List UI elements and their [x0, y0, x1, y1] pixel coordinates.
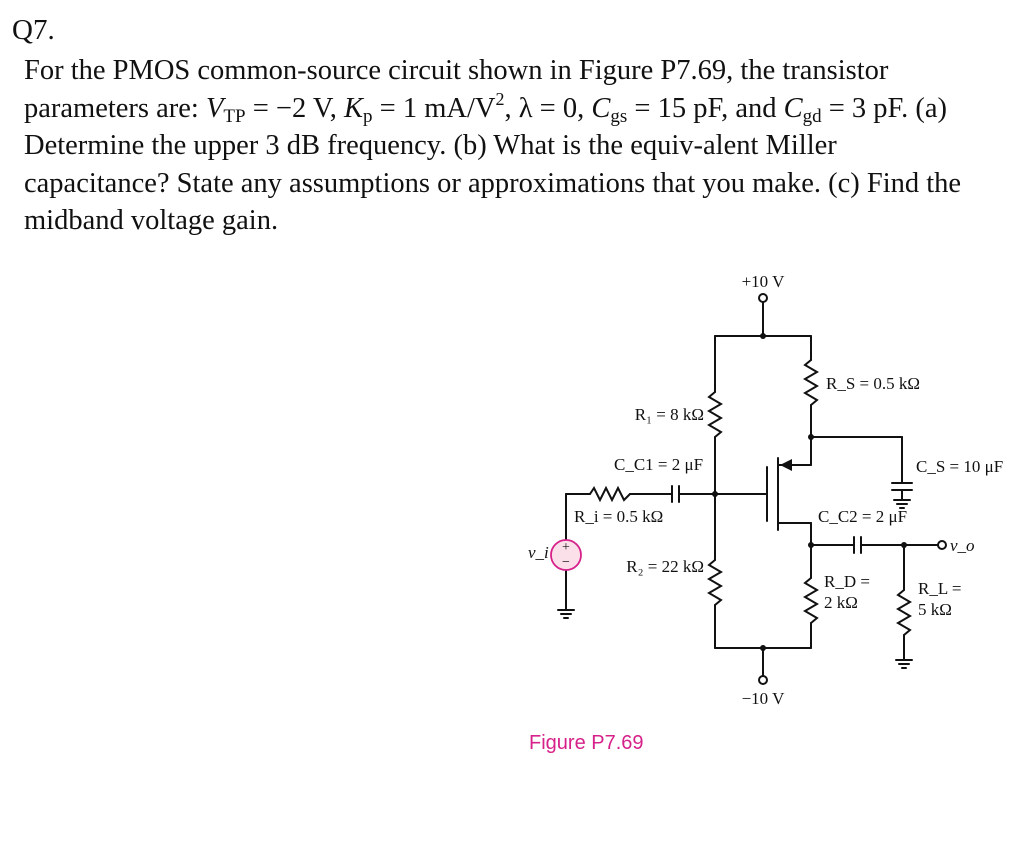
vminus-terminal [758, 675, 768, 685]
vo-label: v_o [950, 536, 975, 555]
rs-label: R_S = 0.5 kΩ [826, 374, 920, 393]
r1-label: R₁ = 8 kΩ [635, 405, 704, 424]
vplus-label: +10 V [742, 272, 786, 291]
question-text: For the PMOS common-source circuit shown… [24, 52, 984, 240]
rl-label-line2: 5 kΩ [918, 600, 952, 619]
kp-symbol: K [344, 92, 364, 124]
junction-dot [760, 645, 766, 651]
lambda-value: , λ = 0, [504, 92, 592, 124]
junction-dot [712, 491, 718, 497]
kp-subscript: p [363, 105, 373, 127]
vtp-subscript: TP [223, 105, 246, 127]
rd-label-line2: 2 kΩ [824, 593, 858, 612]
vi-plus-sign: + [562, 540, 570, 555]
question-intro: For the PMOS common-source circuit shown… [24, 55, 889, 124]
vo-terminal [937, 540, 947, 550]
vminus-label: −10 V [742, 689, 786, 708]
vtp-value: = −2 V, [245, 92, 344, 124]
junction-dot [901, 542, 907, 548]
question-tasks: = 3 pF. (a) Determine the upper 3 dB fre… [24, 92, 962, 237]
rd-label-line1: R_D = [824, 572, 870, 591]
r1-resistor [707, 391, 723, 438]
rd-resistor [803, 577, 819, 624]
vi-source-symbol [550, 539, 582, 571]
kp-exponent: 2 [495, 88, 505, 109]
vi-minus-sign: − [562, 555, 570, 570]
vi-label: v_i [528, 543, 549, 562]
cs-label: C_S = 10 μF [916, 457, 1003, 476]
cgd-subscript: gd [802, 105, 822, 127]
question-number: Q7. [12, 14, 55, 46]
figure-caption: Figure P7.69 [529, 732, 644, 754]
cgd-symbol: C [783, 92, 803, 124]
kp-value: = 1 mA/V [372, 92, 496, 124]
junction-dot [808, 542, 814, 548]
junction-dot [760, 333, 766, 339]
r2-resistor [707, 559, 723, 606]
rl-label-line1: R_L = [918, 579, 961, 598]
r2-label: R₂ = 22 kΩ [626, 557, 704, 576]
rl-resistor [896, 589, 912, 636]
ri-label: R_i = 0.5 kΩ [574, 507, 663, 526]
cc1-label: C_C1 = 2 μF [614, 455, 703, 474]
mosfet-arrow [780, 459, 792, 471]
cgs-value: = 15 pF, and [627, 92, 784, 124]
vplus-terminal [758, 293, 768, 303]
cgs-subscript: gs [610, 105, 628, 127]
ri-resistor [589, 485, 631, 503]
rs-resistor [803, 359, 819, 406]
cc2-label: C_C2 = 2 μF [818, 507, 907, 526]
cgs-symbol: C [591, 92, 611, 124]
junction-dot [808, 434, 814, 440]
vtp-symbol: V [205, 92, 224, 124]
